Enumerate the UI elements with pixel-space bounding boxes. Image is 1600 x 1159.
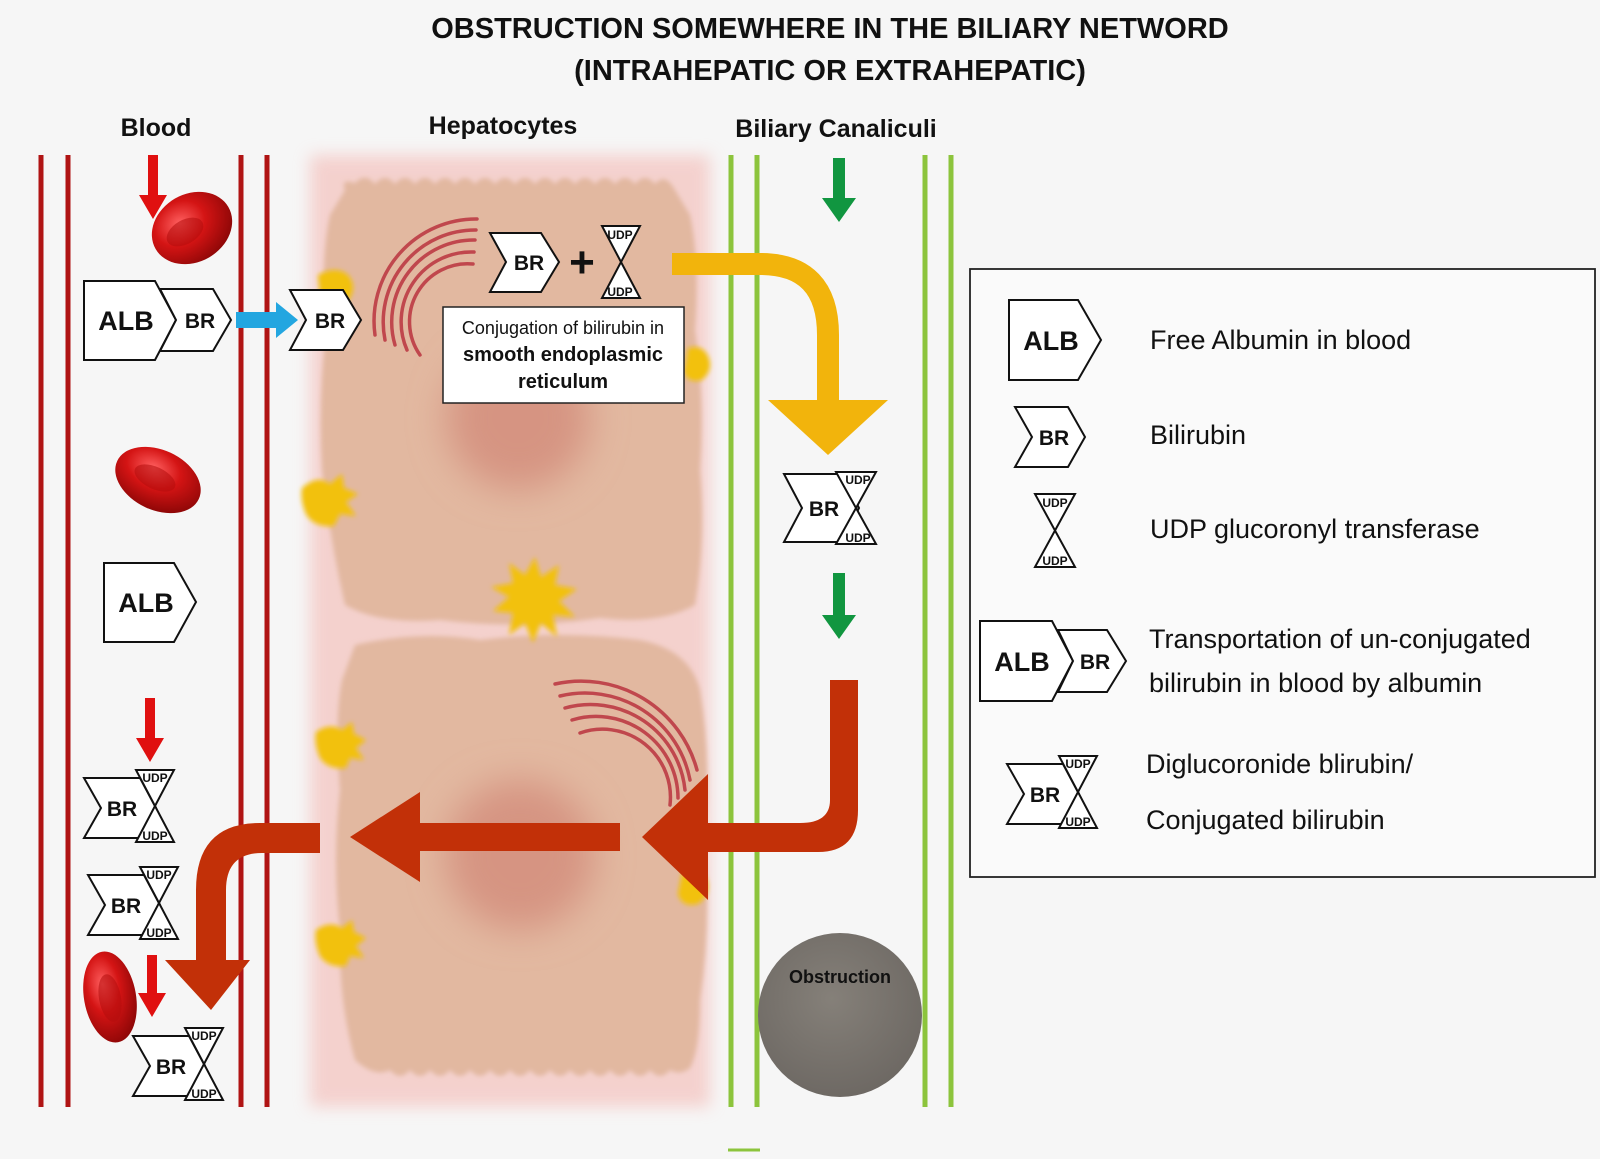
conjugation-note: Conjugation of bilirubin in smooth endop… xyxy=(442,306,685,404)
br-label: BR xyxy=(514,252,544,275)
legend-conjugated-line-2: Conjugated bilirubin xyxy=(1146,805,1385,835)
udp-label: UDP xyxy=(191,1029,216,1043)
legend-alb-br-symbol: ALB BR xyxy=(979,620,1128,702)
br-label: BR xyxy=(111,895,141,918)
obstruction-label: Obstruction xyxy=(789,967,891,987)
obstruction: Obstruction xyxy=(758,933,922,1097)
hepatocytes-header: Hepatocytes xyxy=(429,112,578,140)
udp-label: UDP xyxy=(845,473,870,487)
udp-label: UDP xyxy=(146,868,171,882)
udp-symbol: UDP UDP xyxy=(600,225,642,299)
udp-label: UDP xyxy=(191,1087,216,1101)
udp-label: UDP xyxy=(845,531,870,545)
br-label: BR xyxy=(185,310,215,333)
legend-udp-symbol: UDP UDP xyxy=(1033,493,1077,568)
br-symbol: BR xyxy=(488,232,561,293)
legend-conjugated-symbol: BR UDP UDP xyxy=(1005,755,1099,829)
legend-br-symbol: BR xyxy=(1013,406,1087,468)
alb-label: ALB xyxy=(1023,326,1079,356)
udp-label: UDP xyxy=(1065,757,1090,771)
br-label: BR xyxy=(1080,651,1110,674)
nucleus-bottom xyxy=(445,780,595,930)
br-label: BR xyxy=(156,1056,186,1079)
conjugated-bilirubin-symbol: BR UDP UDP xyxy=(131,1027,225,1101)
legend-br-text: Bilirubin xyxy=(1150,420,1246,450)
alb-label: ALB xyxy=(118,588,174,618)
conjugated-bilirubin-symbol: BR UDP UDP xyxy=(86,866,180,940)
legend-alb-symbol: ALB xyxy=(1008,299,1103,381)
conjugation-note-line-2: smooth endoplasmic xyxy=(463,344,663,366)
red-blood-cell-center xyxy=(98,974,122,1022)
bile-spots xyxy=(301,270,710,967)
legend-conjugated-line-1: Diglucoronide blirubin/ xyxy=(1146,749,1414,779)
br-symbol: BR xyxy=(288,289,363,351)
udp-label: UDP xyxy=(607,285,632,299)
canaliculus-walls xyxy=(728,155,954,1107)
blood-flow-arrow xyxy=(138,955,166,1017)
udp-label: UDP xyxy=(142,771,167,785)
er-bottom xyxy=(553,679,699,807)
udp-label: UDP xyxy=(1065,815,1090,829)
excretion-arrow xyxy=(672,253,888,455)
bile-flow-arrow xyxy=(822,573,856,639)
legend-alb-text: Free Albumin in blood xyxy=(1150,325,1411,355)
conjugation-note-line-3: reticulum xyxy=(518,371,608,393)
conjugated-bilirubin-symbol: BR UDP UDP xyxy=(82,769,176,843)
udp-label: UDP xyxy=(142,829,167,843)
br-label: BR xyxy=(1030,784,1060,807)
title-line-2: (INTRAHEPATIC OR EXTRAHEPATIC) xyxy=(574,55,1086,87)
blood-flow-arrow xyxy=(139,155,167,219)
red-blood-cell-center xyxy=(134,464,176,492)
udp-label: UDP xyxy=(1042,554,1067,568)
blood-flow-arrow xyxy=(136,698,164,762)
legend-transport-line-1: Transportation of un-conjugated xyxy=(1149,624,1531,654)
br-label: BR xyxy=(107,798,137,821)
reflux-arrow-canaliculus xyxy=(642,680,858,900)
br-label: BR xyxy=(809,498,839,521)
plus-sign: + xyxy=(569,238,595,287)
conjugated-bilirubin-symbol: BR UDP UDP xyxy=(782,471,878,545)
reflux-arrow-blood xyxy=(165,823,320,1010)
uptake-arrow xyxy=(236,302,298,338)
alb-label: ALB xyxy=(98,306,154,336)
conjugation-note-line-1: Conjugation of bilirubin in xyxy=(462,318,664,338)
er-top xyxy=(372,217,479,357)
legend: ALB Free Albumin in blood BR Bilirubin U… xyxy=(969,268,1596,878)
br-label: BR xyxy=(315,310,345,333)
title-line-1: OBSTRUCTION SOMEWHERE IN THE BILIARY NET… xyxy=(431,13,1229,45)
udp-label: UDP xyxy=(1042,496,1067,510)
reflux-arrow-hepatocyte xyxy=(350,792,620,882)
blood-header: Blood xyxy=(121,114,192,142)
red-blood-cell-center xyxy=(166,217,204,247)
udp-label: UDP xyxy=(146,926,171,940)
free-alb-symbol: ALB xyxy=(103,562,198,643)
bile-flow-arrow xyxy=(822,158,856,222)
udp-label: UDP xyxy=(607,228,632,242)
alb-br-complex: ALB BR xyxy=(83,280,233,361)
biliary-canaliculi-header: Biliary Canaliculi xyxy=(735,115,936,143)
br-label: BR xyxy=(1039,427,1069,450)
legend-transport-line-2: bilirubin in blood by albumin xyxy=(1149,668,1482,698)
legend-udp-text: UDP glucoronyl transferase xyxy=(1150,514,1480,544)
alb-label: ALB xyxy=(994,647,1050,677)
